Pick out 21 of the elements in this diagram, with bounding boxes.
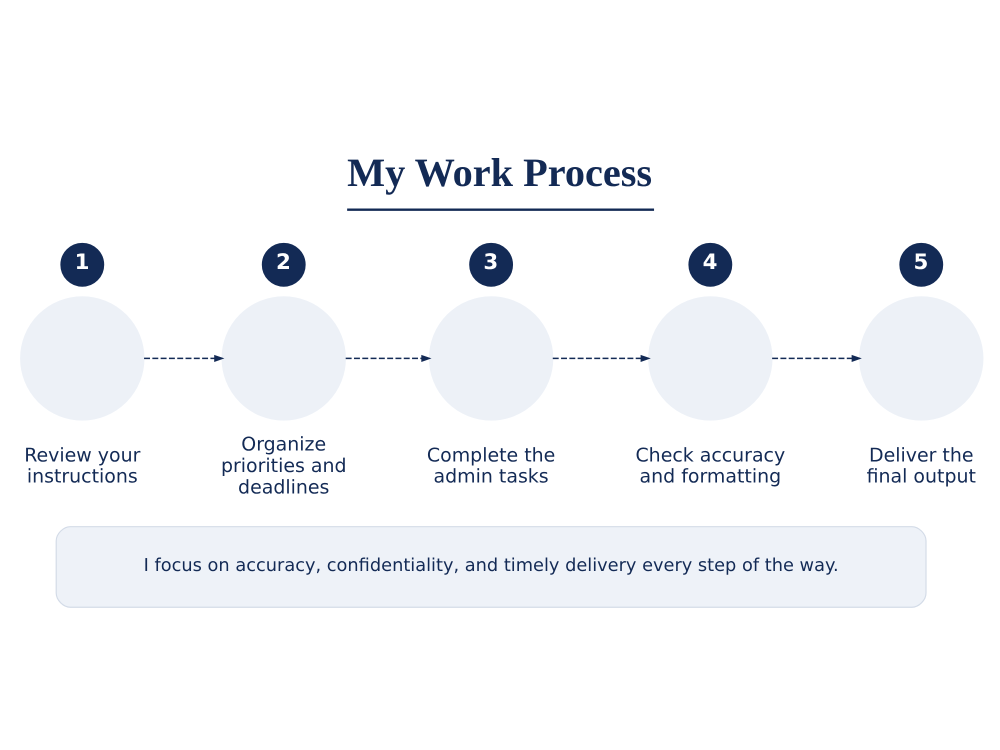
- arrow: [346, 354, 432, 362]
- arrow: [552, 354, 651, 362]
- node-circle: [428, 296, 554, 421]
- node-label: Complete the admin tasks: [426, 444, 556, 488]
- node-label: Review your instructions: [24, 444, 140, 488]
- node-circle: [20, 296, 144, 421]
- node-box: I focus on accuracy, confidentiality, and timely delivery every step of the way.: [56, 526, 927, 608]
- node-circle: [648, 296, 773, 421]
- node-label: Check accuracy and formatting: [635, 444, 786, 488]
- node-circle: [222, 296, 346, 421]
- node-label: Deliver the final output: [866, 444, 976, 488]
- diagram-title: My Work Process: [347, 150, 652, 196]
- node-label: Organize priorities and deadlines: [220, 434, 347, 498]
- node-circle: 4: [688, 242, 732, 287]
- node-circle: 5: [899, 242, 944, 287]
- node-circle: [859, 296, 984, 421]
- node-circle: 1: [60, 242, 104, 287]
- node-circle: 3: [469, 242, 514, 287]
- node-circle: 2: [262, 242, 306, 287]
- arrow: [772, 354, 862, 362]
- arrow: [144, 354, 224, 362]
